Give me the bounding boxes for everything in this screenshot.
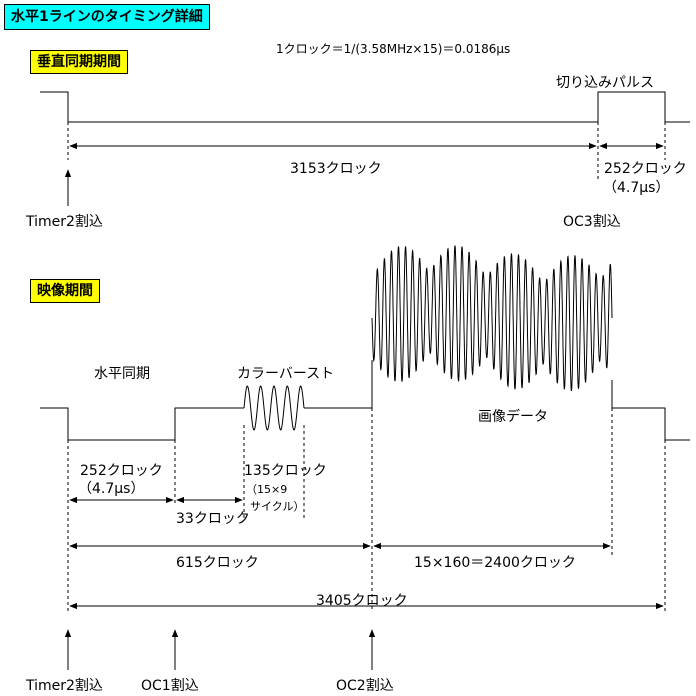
label-3405-clocks: 3405クロック [316,593,408,609]
label-hsync: 水平同期 [94,366,150,382]
label-oc3: OC3割込 [563,214,621,230]
clock-formula: 1クロック＝1/(3.58MHz×15)＝0.0186μs [276,42,511,56]
label-2400-clocks: 15×160＝2400クロック [414,555,576,571]
label-cut-pulse: 切り込みパルス [556,75,654,91]
color-burst-wave [243,385,305,431]
label-color-burst: カラーバースト [237,366,335,382]
label-oc2: OC2割込 [336,678,394,694]
label-timer2-video: Timer2割込 [26,678,103,694]
label-oc1: OC1割込 [141,678,199,694]
label-cycles-2: サイクル） [250,500,305,513]
label-33-clocks: 33クロック [176,511,250,527]
video-waveform [40,407,244,441]
label-252-clocks-vsync: 252クロック [604,161,687,177]
section-video: 映像期間 [30,279,100,303]
label-4p7us-vsync: （4.7μs） [603,180,670,196]
vsync-waveform [40,91,690,123]
label-135-clocks: 135クロック [244,463,327,479]
diagram-title: 水平1ラインのタイミング詳細 [4,4,210,30]
vsync-guides [67,122,666,180]
label-3153-clocks: 3153クロック [290,161,382,177]
video-guides [67,408,666,612]
label-615-clocks: 615クロック [176,555,259,571]
label-image-data: 画像データ [478,409,548,425]
label-cycles-1: （15×9 [246,483,288,496]
label-timer2-vsync: Timer2割込 [26,214,103,230]
label-252-clocks-video: 252クロック [80,463,163,479]
label-4p7us-video: （4.7μs） [78,481,145,497]
image-data-wave [371,245,613,392]
section-vsync: 垂直同期期間 [30,50,128,74]
